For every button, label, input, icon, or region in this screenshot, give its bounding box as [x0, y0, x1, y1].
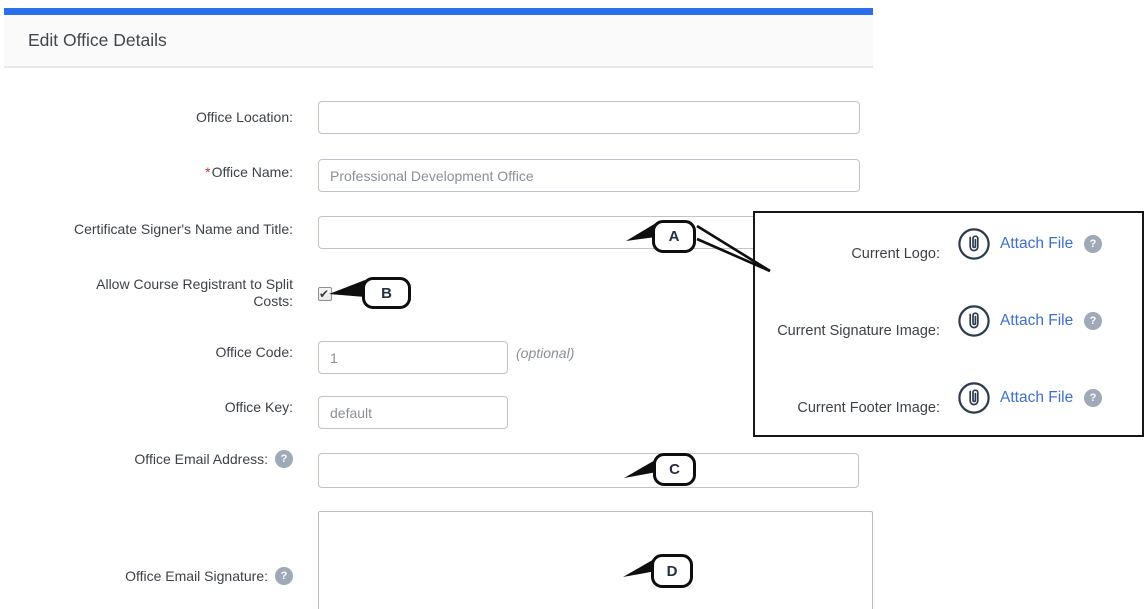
office-name-input[interactable]	[318, 159, 860, 192]
current-footer-label: Current Footer Image:	[797, 400, 940, 416]
help-glyph: ?	[1089, 392, 1097, 404]
help-icon[interactable]: ?	[1084, 235, 1102, 253]
current-logo-row: Current Logo: Attach File ?	[755, 227, 1142, 262]
office-key-label: Office Key:	[224, 399, 293, 415]
split-costs-label: Allow Course Registrant to Split Costs:	[96, 276, 293, 309]
attachments-panel: Current Logo: Attach File ? Current Sign…	[753, 211, 1144, 437]
office-signature-textarea[interactable]	[318, 511, 873, 609]
office-key-input[interactable]	[318, 396, 508, 429]
current-signature-label: Current Signature Image:	[777, 323, 940, 339]
help-icon[interactable]: ?	[1084, 389, 1102, 407]
help-icon[interactable]: ?	[1084, 312, 1102, 330]
office-email-label: Office Email Address:	[134, 450, 268, 467]
page-header: Edit Office Details	[4, 15, 873, 68]
current-signature-row: Current Signature Image: Attach File ?	[755, 304, 1142, 339]
paperclip-icon[interactable]	[957, 227, 991, 261]
required-asterisk: *	[205, 164, 211, 180]
office-code-label: Office Code:	[215, 344, 293, 360]
office-code-input[interactable]	[318, 341, 508, 374]
callout-a: A	[652, 220, 696, 253]
current-logo-label: Current Logo:	[851, 246, 940, 262]
office-name-label-text: Office Name:	[211, 164, 293, 180]
callout-c: C	[653, 453, 696, 486]
split-costs-checkbox[interactable]: ✔	[318, 287, 332, 301]
help-glyph: ?	[1089, 315, 1097, 327]
office-location-input[interactable]	[318, 101, 860, 134]
checkmark-icon: ✔	[319, 287, 330, 301]
attach-file-link-footer[interactable]: Attach File	[1000, 389, 1074, 406]
office-signature-label: Office Email Signature:	[125, 567, 268, 584]
certificate-signer-label: Certificate Signer's Name and Title:	[74, 221, 293, 237]
optional-note: (optional)	[516, 345, 575, 361]
help-glyph: ?	[1089, 238, 1097, 250]
help-glyph: ?	[280, 569, 288, 582]
attach-file-link-signature[interactable]: Attach File	[1000, 312, 1074, 329]
office-signature-label-row: Office Email Signature: ?	[0, 567, 293, 585]
attach-file-link-logo[interactable]: Attach File	[1000, 235, 1074, 252]
callout-d: D	[651, 554, 693, 588]
office-email-label-row: Office Email Address: ?	[0, 450, 293, 468]
paperclip-icon[interactable]	[957, 381, 991, 415]
current-footer-row: Current Footer Image: Attach File ?	[755, 381, 1142, 416]
office-location-label: Office Location:	[195, 109, 293, 125]
callout-b: B	[362, 277, 411, 309]
help-glyph: ?	[280, 452, 288, 465]
callout-b-pointer	[329, 280, 365, 297]
help-icon[interactable]: ?	[275, 567, 293, 585]
page-title: Edit Office Details	[28, 30, 167, 50]
paperclip-icon[interactable]	[957, 304, 991, 338]
office-email-input[interactable]	[318, 453, 859, 488]
office-name-label: *Office Name:	[0, 164, 293, 181]
top-accent-bar	[4, 8, 873, 15]
help-icon[interactable]: ?	[275, 450, 293, 468]
